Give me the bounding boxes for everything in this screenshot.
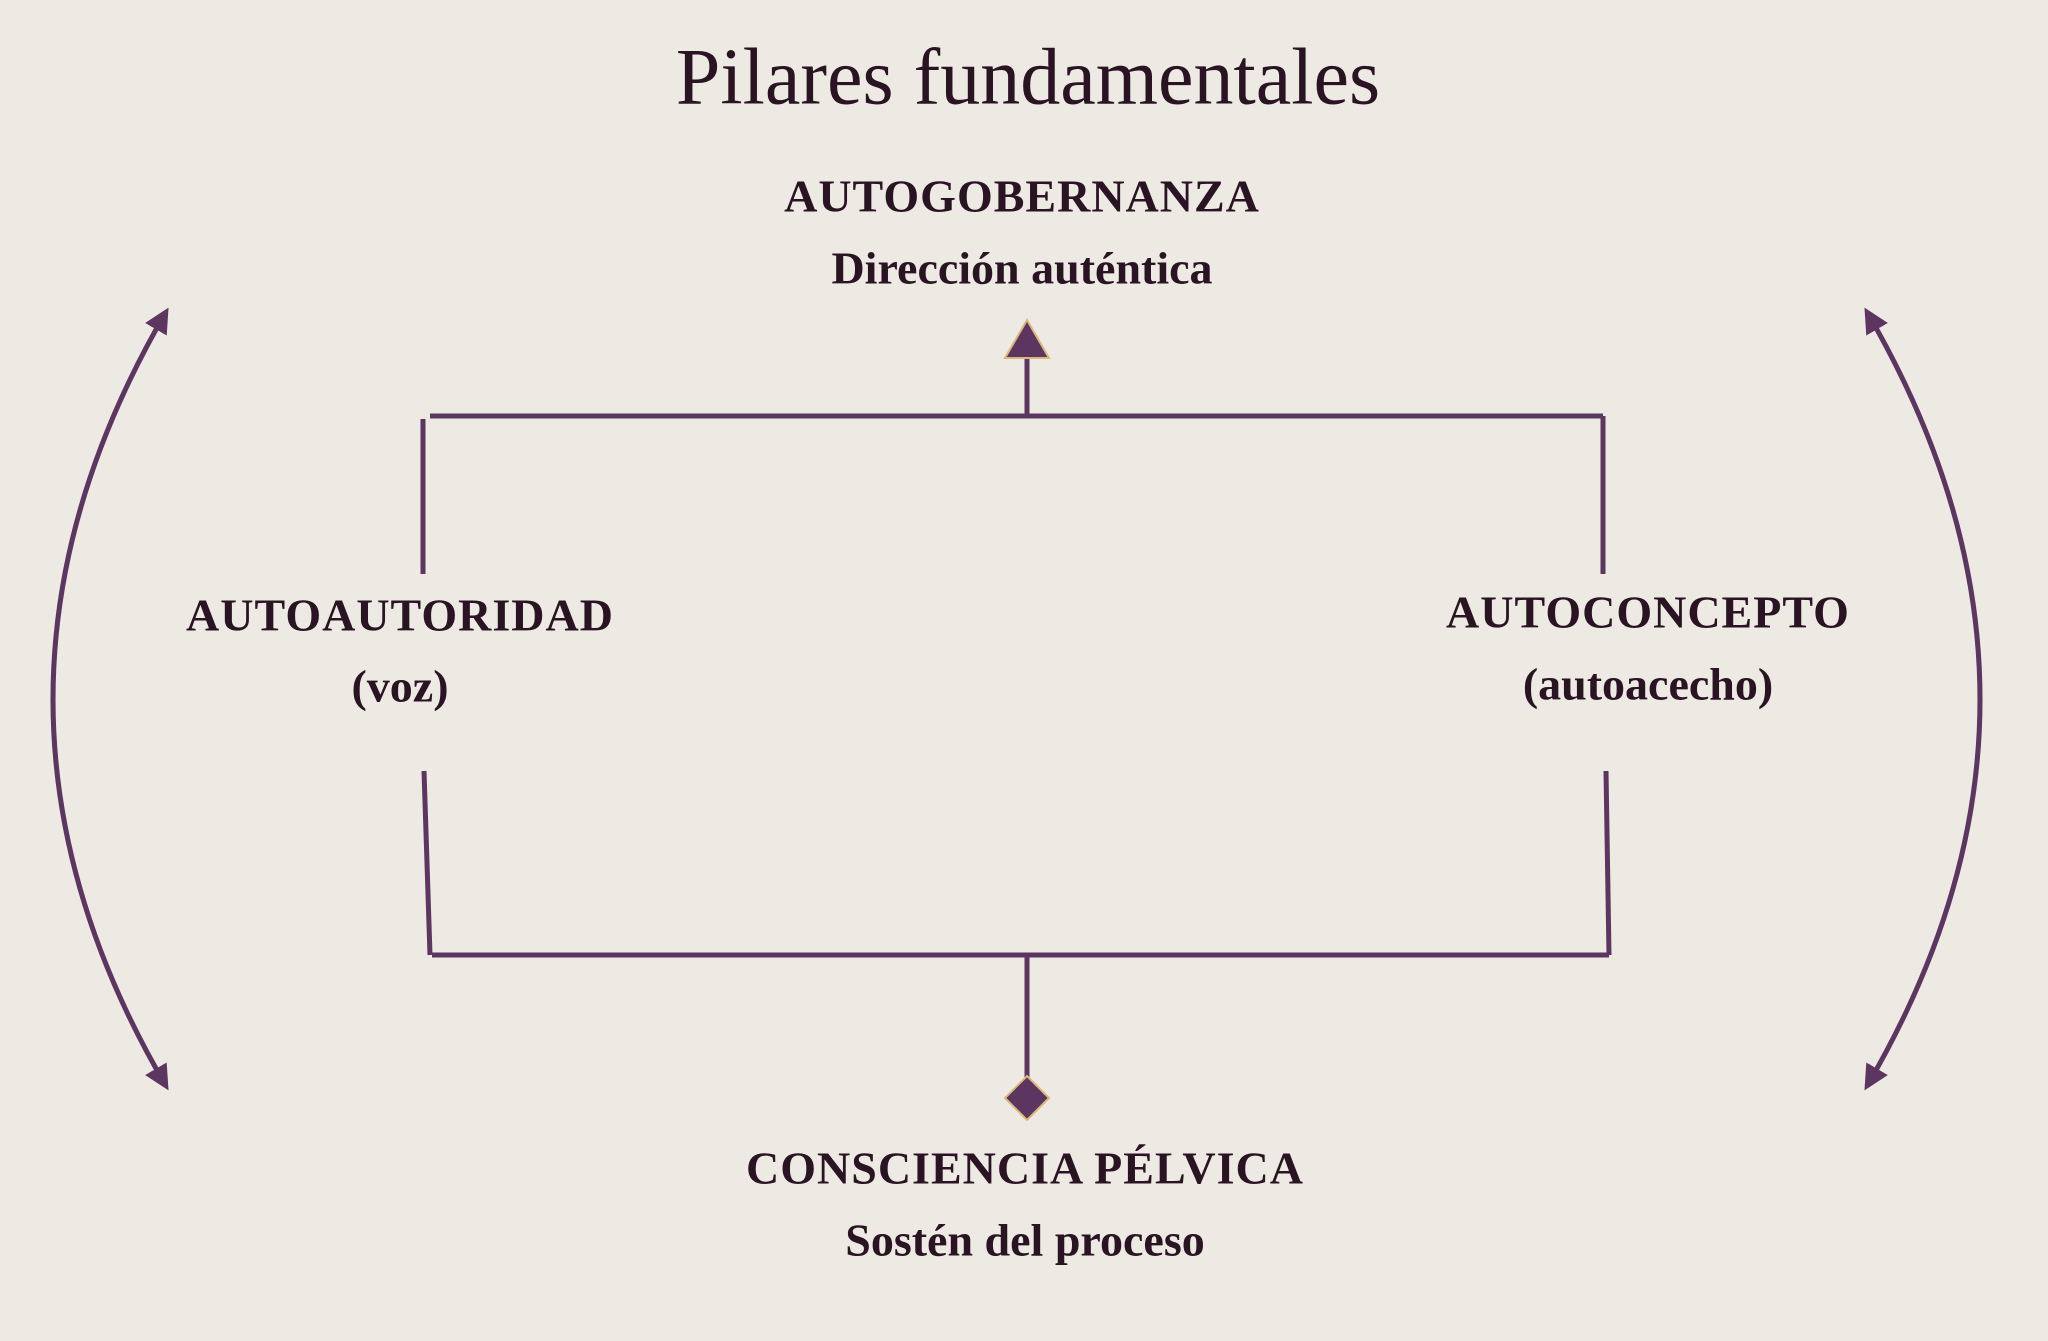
lower-left-vertical-line (421, 770, 433, 956)
right-node-heading: AUTOCONCEPTO (1446, 586, 1850, 638)
right-node-subtitle: (autoacecho) (1522, 658, 1774, 710)
bottom-node-subtitle: Sostén del proceso (845, 1214, 1205, 1266)
diamond-icon (1003, 1074, 1051, 1122)
right-cycle-arrow (1864, 307, 1983, 1091)
top-node-subtitle: Dirección auténtica (831, 242, 1213, 294)
left-node-heading: AUTOAUTORIDAD (186, 589, 614, 641)
bottom-node-heading: CONSCIENCIA PÉLVICA (746, 1142, 1304, 1194)
page-title: Pilares fundamentales (675, 33, 1381, 122)
top-node-heading: AUTOGOBERNANZA (784, 170, 1260, 222)
left-node-subtitle: (voz) (351, 660, 449, 712)
left-cycle-arrow (50, 307, 169, 1091)
triangle-arrow-icon (1003, 318, 1051, 359)
lower-right-vertical-line (1603, 770, 1612, 956)
